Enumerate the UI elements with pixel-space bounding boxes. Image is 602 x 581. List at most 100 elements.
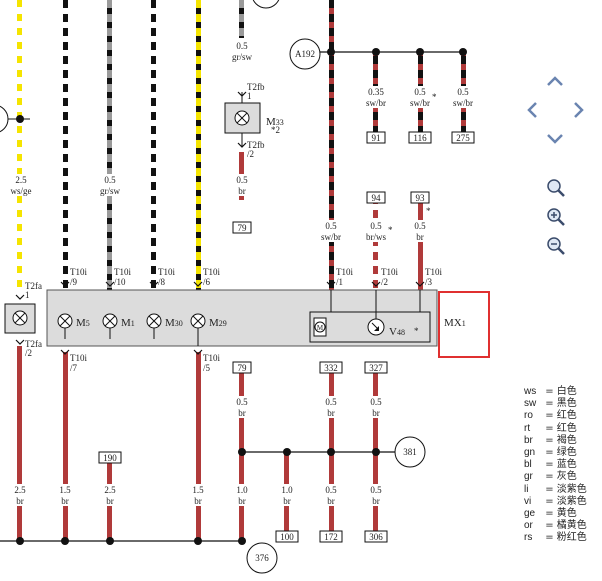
junction-dot (16, 115, 24, 123)
chevron-down-icon (547, 134, 563, 144)
svg-text:381: 381 (403, 447, 417, 457)
svg-text:0.5: 0.5 (370, 221, 382, 231)
junction-dot (106, 537, 114, 545)
svg-text:T10i: T10i (381, 267, 398, 277)
svg-text:T10i: T10i (425, 267, 442, 277)
svg-text:T10i: T10i (158, 267, 175, 277)
junction-dot (459, 48, 467, 56)
lamp-m29[interactable]: M29 (190, 313, 227, 329)
svg-text:br: br (238, 186, 246, 196)
svg-text:2.5: 2.5 (15, 175, 27, 185)
svg-text:br: br (238, 408, 246, 418)
svg-text:0.5: 0.5 (104, 175, 116, 185)
wire-sw-br-main (329, 0, 334, 290)
lamp-m5[interactable]: M5 (57, 313, 90, 329)
svg-text:79: 79 (238, 363, 248, 373)
svg-text:79: 79 (238, 223, 248, 233)
wire-sw-ws-1 (63, 0, 68, 290)
svg-text:/10: /10 (114, 277, 126, 287)
svg-text:0.35: 0.35 (368, 87, 384, 97)
mx1-highlight-box[interactable] (438, 291, 490, 358)
svg-text:*: * (432, 92, 437, 102)
zoom-in-icon[interactable] (546, 207, 566, 227)
svg-text:br: br (61, 496, 69, 506)
svg-text:93: 93 (416, 193, 426, 203)
legend-row: bl = 蓝色 (524, 459, 577, 471)
wire-gr-sw-1 (107, 0, 112, 290)
lamp-left-plug[interactable] (4, 303, 36, 334)
legend-row: rt = 红色 (524, 422, 577, 434)
junctions (16, 48, 467, 545)
svg-text:1.0: 1.0 (236, 485, 248, 495)
svg-text:T2fa: T2fa (25, 281, 42, 291)
junction-dot (194, 537, 202, 545)
pan-down-button[interactable] (545, 128, 565, 148)
svg-text:br: br (194, 496, 202, 506)
chevron-up-icon (547, 76, 563, 86)
junction-dot (327, 448, 335, 456)
ref-a192[interactable]: A192 (289, 38, 321, 70)
pan-left-button[interactable] (523, 100, 543, 120)
chevron-left-icon (527, 102, 537, 118)
svg-text:gr/sw: gr/sw (232, 52, 253, 62)
svg-text:A192: A192 (295, 49, 315, 59)
junction-dot (61, 537, 69, 545)
junction-dot (238, 537, 246, 545)
motor-symbol[interactable]: M (313, 317, 327, 337)
svg-text:116: 116 (413, 133, 427, 143)
svg-text:T2fa: T2fa (25, 339, 42, 349)
v48-actuator[interactable]: V48 * (367, 318, 419, 338)
svg-text:M5: M5 (76, 317, 90, 329)
junction-dot (16, 537, 24, 545)
svg-text:306: 306 (369, 532, 383, 542)
junction-dot (238, 448, 246, 456)
svg-text:/1: /1 (336, 277, 343, 287)
pan-right-button[interactable] (568, 100, 588, 120)
zoom-fit-icon[interactable] (546, 178, 566, 198)
chevron-right-icon (574, 102, 584, 118)
lamp-m33[interactable]: M33 *2 (224, 102, 284, 135)
svg-text:sw/br: sw/br (366, 98, 386, 108)
wire-ws-ge (17, 0, 22, 290)
svg-text:/9: /9 (70, 277, 78, 287)
svg-text:0.5: 0.5 (236, 175, 248, 185)
mx1-label: MX1 (444, 317, 466, 329)
legend-row: sw = 黑色 (524, 398, 577, 410)
svg-text:172: 172 (324, 532, 338, 542)
ref-circle-left (0, 105, 9, 133)
ref-376[interactable]: 376 (246, 542, 278, 574)
svg-text:0.5: 0.5 (414, 87, 426, 97)
svg-text:/8: /8 (158, 277, 166, 287)
svg-text:br: br (372, 496, 380, 506)
legend-row: li = 淡紫色 (524, 483, 587, 495)
svg-text:190: 190 (103, 453, 117, 463)
svg-text:0.5: 0.5 (457, 87, 469, 97)
svg-text:M: M (317, 324, 324, 332)
svg-text:ws/ge: ws/ge (11, 186, 32, 196)
wire-b-2 (63, 352, 68, 541)
svg-text:91: 91 (372, 133, 381, 143)
svg-text:/2: /2 (247, 149, 254, 159)
legend-row: gn = 绿色 (524, 447, 577, 459)
svg-text:1.5: 1.5 (192, 485, 204, 495)
svg-text:sw/br: sw/br (321, 232, 341, 242)
legend-row: ro = 红色 (524, 410, 577, 422)
junction-dot (283, 448, 291, 456)
page-refs[interactable]: 91 116 275 79 94 93 79 332 327 190 100 1… (98, 131, 475, 543)
lamp-m1[interactable]: M1 (102, 313, 135, 329)
wire-gr-sw-2 (239, 0, 244, 38)
svg-text:376: 376 (255, 553, 269, 563)
svg-text:/2: /2 (25, 348, 32, 358)
svg-text:1.5: 1.5 (59, 485, 71, 495)
svg-text:V48: V48 (389, 326, 405, 338)
zoom-out-icon[interactable] (546, 236, 566, 256)
ref-381[interactable]: 381 (394, 436, 426, 468)
svg-text:275: 275 (456, 133, 470, 143)
junction-dot (372, 48, 380, 56)
svg-text:*: * (414, 326, 419, 336)
svg-text:br: br (327, 496, 335, 506)
svg-text:br: br (283, 496, 291, 506)
pan-up-button[interactable] (545, 72, 565, 92)
svg-text:/6: /6 (203, 277, 211, 287)
wire-sw-ws-2 (151, 0, 156, 290)
